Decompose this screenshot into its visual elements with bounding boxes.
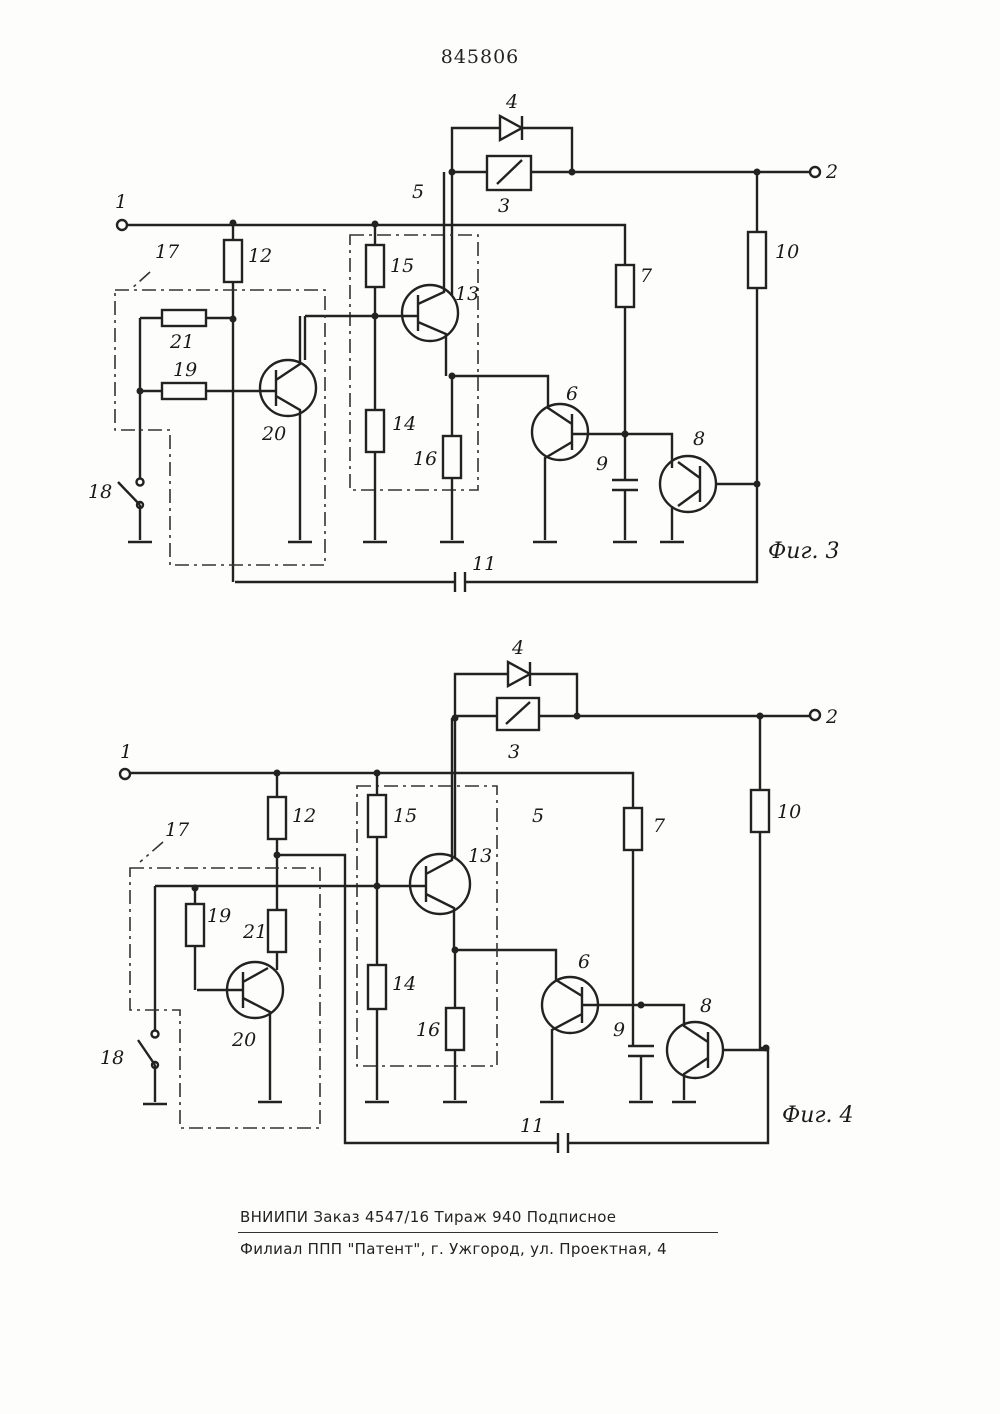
resistor-7 (624, 808, 642, 850)
component-label: 15 (390, 255, 414, 277)
component-label: 6 (578, 951, 590, 973)
circuit-diagram-fig3: 1 2 3 4 5 6 7 8 9 10 11 12 13 14 15 16 1… (0, 90, 1000, 610)
component-label: 11 (472, 553, 496, 575)
transistor-8 (660, 456, 716, 512)
component-label: 2 (825, 161, 838, 183)
transistor-8 (667, 1022, 723, 1078)
resistor-14 (368, 965, 386, 1009)
component-label: 1 (120, 741, 132, 763)
branch-address-line: Филиал ППП "Патент", г. Ужгород, ул. Про… (240, 1240, 710, 1258)
terminal-2 (810, 167, 820, 177)
component-label: 5 (412, 181, 424, 203)
component-label: 16 (413, 448, 437, 470)
terminal-1 (117, 220, 127, 230)
terminal-2 (810, 710, 820, 720)
component-label: 4 (511, 640, 524, 659)
terminal-1 (120, 769, 130, 779)
component-label: 18 (88, 481, 112, 503)
transistor-13 (402, 285, 458, 341)
resistor-12 (224, 240, 242, 282)
component-label: 20 (261, 423, 286, 445)
component-label: 11 (520, 1115, 544, 1137)
resistor-16 (443, 436, 461, 478)
resistor-21 (268, 910, 286, 952)
component-label: 15 (393, 805, 417, 827)
component-label: 17 (155, 241, 180, 263)
diode-4 (500, 116, 522, 140)
resistor-12 (268, 797, 286, 839)
transistor-6 (532, 404, 588, 460)
component-label: 16 (416, 1019, 440, 1041)
resistor-19 (162, 383, 206, 399)
component-label: 14 (392, 413, 416, 435)
resistor-16 (446, 1008, 464, 1050)
component-label: 14 (392, 973, 416, 995)
resistor-15 (366, 245, 384, 287)
component-label: 19 (207, 905, 231, 927)
component-label: 21 (242, 921, 267, 943)
component-label: 6 (566, 383, 578, 405)
resistor-7 (616, 265, 634, 307)
component-label: 17 (165, 819, 190, 841)
transistor-13 (410, 854, 470, 914)
component-label: 8 (693, 428, 705, 450)
resistor-14 (366, 410, 384, 452)
component-label: 10 (775, 241, 799, 263)
component-label: 12 (248, 245, 272, 267)
figure-4-caption: Фиг. 4 (782, 1103, 854, 1128)
component-label: 5 (532, 805, 544, 827)
component-label: 19 (173, 359, 197, 381)
resistor-21 (162, 310, 206, 326)
diode-4 (508, 662, 530, 686)
footer-divider (238, 1232, 718, 1233)
resistor-10 (751, 790, 769, 832)
resistor-19 (186, 904, 204, 946)
component-label: 10 (777, 801, 801, 823)
component-label: 12 (292, 805, 316, 827)
component-label: 13 (455, 283, 479, 305)
component-label: 3 (508, 741, 520, 763)
resistor-10 (748, 232, 766, 288)
component-label: 18 (100, 1047, 124, 1069)
component-label: 13 (468, 845, 492, 867)
component-label: 2 (825, 706, 838, 728)
component-label: 4 (505, 91, 518, 113)
component-label: 1 (115, 191, 127, 213)
component-label: 7 (640, 265, 653, 287)
publisher-line: ВНИИПИ Заказ 4547/16 Тираж 940 Подписное (240, 1208, 710, 1226)
transistor-20 (260, 360, 316, 416)
component-label: 8 (700, 995, 712, 1017)
component-label: 7 (653, 815, 666, 837)
component-label: 9 (613, 1019, 625, 1041)
group-17 (115, 290, 325, 565)
component-label: 9 (596, 453, 608, 475)
figure-3-caption: Фиг. 3 (768, 539, 840, 564)
component-label: 3 (498, 195, 510, 217)
component-label: 21 (169, 331, 194, 353)
resistor-15 (368, 795, 386, 837)
patent-number: 845806 (0, 46, 960, 68)
circuit-diagram-fig4: 1 2 3 4 5 6 7 8 9 10 11 12 13 14 15 16 1… (0, 640, 1000, 1160)
component-label: 20 (231, 1029, 256, 1051)
